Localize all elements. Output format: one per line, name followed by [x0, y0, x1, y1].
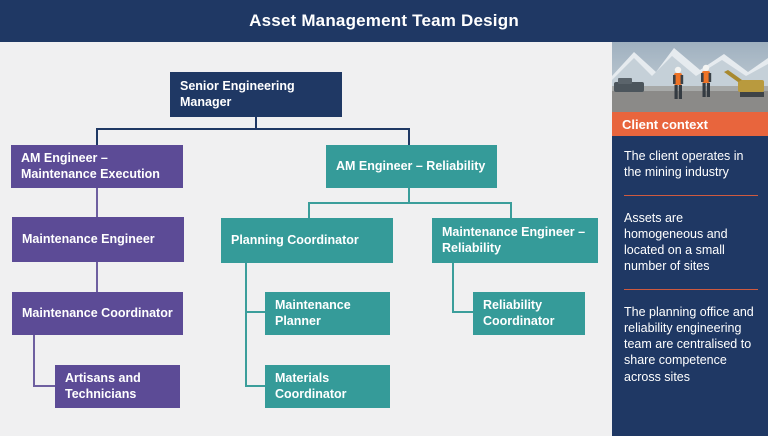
client-context-header: Client context — [612, 112, 768, 136]
connector-merel-relcoord-h — [452, 311, 474, 313]
worker-figure — [673, 66, 684, 99]
org-node-senior-engineering-manager: Senior Engineering Manager — [170, 72, 342, 117]
org-node-label: Materials Coordinator — [275, 370, 347, 401]
client-context-paragraph: The planning office and reliability engi… — [624, 304, 754, 384]
org-node-am-engineer-maintenance-execution: AM Engineer – Maintenance Execution — [11, 145, 183, 188]
org-node-label: AM Engineer – Reliability — [336, 158, 486, 173]
paragraph-divider — [624, 288, 758, 290]
org-node-maintenance-engineer: Maintenance Engineer — [12, 217, 184, 262]
connector-to-am-rel — [408, 128, 410, 146]
header-bar: Asset Management Team Design — [0, 0, 768, 42]
connector-amrel-down — [408, 188, 410, 203]
connector-amexec-mainteng — [96, 188, 98, 218]
org-node-label: Maintenance Engineer — [22, 231, 155, 246]
connector-rel-horizontal — [308, 202, 512, 204]
org-node-label: Maintenance Engineer – Reliability — [442, 224, 586, 255]
mining-site-photo — [612, 42, 768, 112]
connector-to-am-exec — [96, 128, 98, 146]
client-context-label: Client context — [622, 116, 708, 132]
org-node-maintenance-engineer-reliability: Maintenance Engineer – Reliability — [432, 218, 598, 263]
org-node-label: Artisans and Technicians — [65, 370, 141, 401]
connector-to-plancoord — [308, 202, 310, 219]
org-node-label: Maintenance Coordinator — [22, 305, 173, 320]
connector-to-materials — [245, 385, 266, 387]
org-node-label: Senior Engineering Manager — [180, 78, 295, 109]
connector-maintcoord-artisans-v — [33, 335, 35, 387]
org-node-materials-coordinator: Materials Coordinator — [265, 365, 390, 408]
client-context-paragraph: The client operates in the mining indust… — [624, 149, 744, 180]
org-node-planning-coordinator: Planning Coordinator — [221, 218, 393, 263]
org-node-am-engineer-reliability: AM Engineer – Reliability — [326, 145, 497, 188]
org-node-label: Reliability Coordinator — [483, 297, 555, 328]
org-node-artisans-and-technicians: Artisans and Technicians — [55, 365, 180, 408]
org-node-reliability-coordinator: Reliability Coordinator — [473, 292, 585, 335]
connector-top-horizontal — [96, 128, 410, 130]
org-node-label: Maintenance Planner — [275, 297, 351, 328]
client-context-body: The client operates in the mining indust… — [612, 136, 768, 385]
org-node-label: Planning Coordinator — [231, 232, 359, 247]
connector-senior-down — [255, 117, 257, 129]
org-node-maintenance-coordinator: Maintenance Coordinator — [12, 292, 183, 335]
connector-mainteng-maintcoord — [96, 262, 98, 293]
page-title: Asset Management Team Design — [249, 11, 519, 30]
connector-to-merel — [510, 202, 512, 219]
client-context-sidebar: Client context The client operates in th… — [612, 42, 768, 436]
client-context-paragraph: Assets are homogeneous and located on a … — [624, 210, 728, 274]
paragraph-divider — [624, 194, 758, 196]
org-node-maintenance-planner: Maintenance Planner — [265, 292, 390, 335]
connector-maintcoord-artisans-h — [33, 385, 56, 387]
connector-to-maintplanner — [245, 311, 266, 313]
org-node-label: AM Engineer – Maintenance Execution — [21, 150, 160, 181]
worker-figure — [701, 64, 712, 97]
connector-merel-relcoord-v — [452, 263, 454, 313]
connector-plancoord-children-v — [245, 263, 247, 387]
